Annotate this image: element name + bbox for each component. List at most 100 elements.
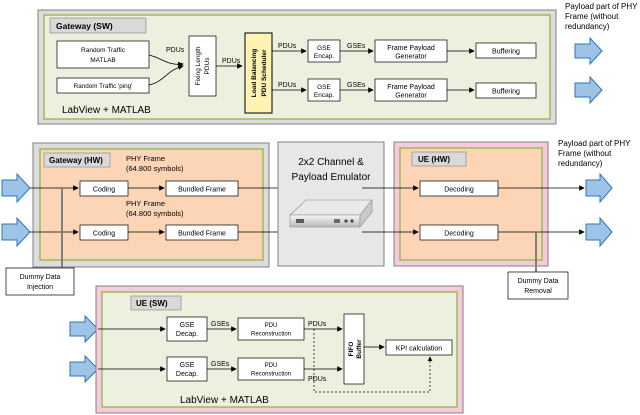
traffic1-arrow xyxy=(148,54,184,68)
top-output-arrow-2 xyxy=(574,75,603,105)
gw-sw-gses-label-1: GSEs xyxy=(347,43,366,50)
bundled1-label: Bundled Frame xyxy=(178,187,226,194)
buffering-2 xyxy=(475,82,537,99)
fixing-line2: PDUs xyxy=(204,57,211,75)
gw-sw-pdus-label-2: PDUs xyxy=(222,58,241,65)
pdurec1-line2: Reconstruction xyxy=(251,332,291,338)
gse2-line1: GSE xyxy=(317,84,331,91)
random-traffic-matlab-box xyxy=(56,40,150,69)
gw-sw-gses-label-2: GSEs xyxy=(347,82,366,89)
decoding2-label: Decoding xyxy=(444,231,474,238)
random-traffic-ping-box xyxy=(56,77,150,94)
pdurec2-line1: PDU xyxy=(265,363,278,369)
mid-out-label-3: redundancy) xyxy=(558,159,603,168)
gw-sw-pdus-label-4: PDUs xyxy=(278,82,297,89)
dummy-in-line2: Injection xyxy=(27,284,53,291)
pdurec1-line1: PDU xyxy=(265,323,278,329)
bottom-input-arrow-1 xyxy=(69,314,99,344)
top-out-label-1: Payload part of PHY xyxy=(565,2,638,11)
channel-title-line2: Payload Emulator xyxy=(292,172,372,183)
buffering1-label: Buffering xyxy=(492,49,520,56)
gsedec2-line1: GSE xyxy=(180,362,195,369)
left-input-arrow-2 xyxy=(1,216,31,248)
coding-2 xyxy=(79,224,129,241)
gateway-sw-header: Gateway (SW) xyxy=(56,21,113,31)
right-output-arrow-2 xyxy=(585,216,613,248)
decoding-1 xyxy=(419,180,499,197)
traffic1-line2: MATLAB xyxy=(90,57,116,64)
channel-title-line1: 2x2 Channel & xyxy=(298,157,364,168)
pdus-to-kpi-dotted-path xyxy=(313,329,433,393)
coding-1 xyxy=(79,180,129,197)
dummy-out-line2: Removal xyxy=(524,288,552,295)
lb-line2: PDU Scheduler xyxy=(261,49,268,96)
phy2-line2: (64.800 symbols) xyxy=(126,209,184,218)
phy1-line1: PHY Frame xyxy=(126,154,165,163)
fixing-length-box xyxy=(188,35,217,97)
mid-out-label-1: Payload part of PHY xyxy=(558,139,631,148)
ue-hw-header: UE (HW) xyxy=(418,155,450,164)
traffic2-label: Random Traffic 'ping' xyxy=(74,83,133,90)
gw-sw-pdus-label-1: PDUs xyxy=(166,47,185,54)
fifo-buffer-box xyxy=(343,313,365,385)
mid-out-label-2: Frame (without xyxy=(558,149,612,158)
gsedec1-line2: Decap. xyxy=(176,331,198,338)
kpi-label: KPI calculation xyxy=(396,346,442,353)
ue-sw-gses-label-1: GSEs xyxy=(211,321,230,328)
bundled-frame-2 xyxy=(165,224,239,241)
pdurec2-line2: Reconstruction xyxy=(251,372,291,378)
channel-emulator-section: 2x2 Channel & Payload Emulator xyxy=(277,141,385,267)
ue-sw-section: UE (SW) GSE Decap. GSEs PDU Reconstructi… xyxy=(95,285,464,414)
fpg2-line2: Generator xyxy=(395,93,427,100)
bottom-input-arrow-2 xyxy=(69,354,99,384)
traffic1-line1: Random Traffic xyxy=(81,47,126,54)
coding1-label: Coding xyxy=(93,187,115,194)
buffering2-label: Buffering xyxy=(492,89,520,96)
decoding1-label: Decoding xyxy=(444,187,474,194)
fifo-line1: FIFO xyxy=(348,342,355,357)
gateway-hw-section: Gateway (HW) PHY Frame (64.800 symbols) … xyxy=(30,142,301,268)
fpg1-line1: Frame Payload xyxy=(387,45,435,52)
ue-sw-gses-label-2: GSEs xyxy=(211,361,230,368)
gse1-line2: Encap. xyxy=(314,53,334,60)
gw-sw-pdus-label-3: PDUs xyxy=(278,43,297,50)
dummy-injection-box xyxy=(5,267,75,296)
lb-line1: Load Balancing xyxy=(251,49,258,97)
fifo-line2: Buffer xyxy=(356,339,363,359)
left-input-arrow-1 xyxy=(1,172,31,204)
phy1-line2: (64.800 symbols) xyxy=(126,164,184,173)
gateway-hw-header: Gateway (HW) xyxy=(49,156,103,165)
gse-decap-2 xyxy=(166,356,208,382)
gse-decap-1 xyxy=(166,316,208,342)
gse1-line1: GSE xyxy=(317,45,331,52)
dummy-out-line1: Dummy Data xyxy=(518,278,559,285)
top-out-label-2: Frame (without xyxy=(565,12,619,21)
coding2-label: Coding xyxy=(93,231,115,238)
fixing-line1: Fixing Length xyxy=(195,46,202,85)
ue-sw-footer: LabView + MATLAB xyxy=(180,395,269,406)
kpi-calculation-box xyxy=(385,339,453,356)
traffic2-arrow xyxy=(148,64,184,86)
right-output-arrow-1 xyxy=(585,172,613,204)
gsedec1-line1: GSE xyxy=(180,322,195,329)
decoding-2 xyxy=(419,224,499,241)
ue-hw-section: UE (HW) Decoding Decoding xyxy=(362,141,585,267)
buffering-1 xyxy=(475,42,537,59)
ue-sw-pdus-label-2: PDUs xyxy=(308,376,327,383)
gateway-sw-header-box xyxy=(49,17,147,34)
channel-emulator-device-icon xyxy=(289,199,373,228)
load-balancing-box xyxy=(244,32,273,114)
fpg2-line1: Frame Payload xyxy=(387,84,435,91)
dummy-in-line1: Dummy Data xyxy=(20,274,61,281)
top-out-label-3: redundancy) xyxy=(565,22,610,31)
gsedec2-line2: Decap. xyxy=(176,371,198,378)
gateway-sw-section: Gateway (SW) Random Traffic MATLAB Rando… xyxy=(37,9,557,125)
fpg1-line2: Generator xyxy=(395,54,427,61)
phy2-line1: PHY Frame xyxy=(126,199,165,208)
bundled2-label: Bundled Frame xyxy=(178,231,226,238)
dummy-removal-box xyxy=(507,271,569,300)
gateway-sw-footer: LabView + MATLAB xyxy=(62,105,151,116)
gse2-line2: Encap. xyxy=(314,92,334,99)
ue-sw-header: UE (SW) xyxy=(136,299,168,308)
